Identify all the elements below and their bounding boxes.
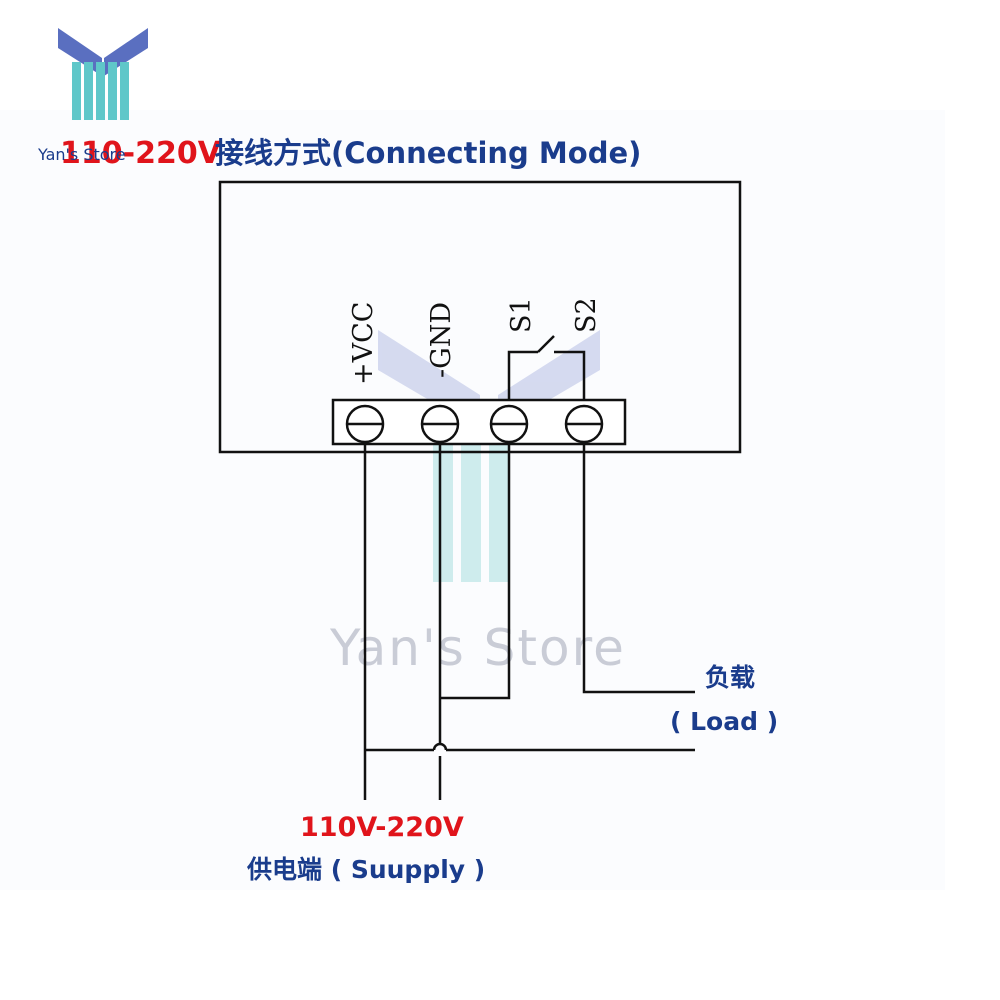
- title-voltage: 110-220V: [60, 136, 222, 171]
- background-panel: [0, 110, 945, 890]
- watermark-text: Yan's Store: [329, 619, 626, 677]
- brand-logo-icon: [58, 28, 148, 120]
- terminal-screw-s1: [489, 404, 529, 444]
- title-mode: 接线方式(Connecting Mode): [215, 136, 641, 170]
- pin-label-s1: S1: [506, 297, 537, 333]
- pin-label-s2: S2: [571, 297, 602, 333]
- controller-module: [218, 180, 742, 454]
- pin-label-vcc: +VCC: [348, 302, 379, 385]
- terminal-screw-gnd: [420, 404, 460, 444]
- brand-logo-text: Yan's Store: [37, 145, 126, 164]
- relay-switch: [507, 335, 586, 408]
- terminal-screw-s2: [564, 404, 604, 444]
- load-label-cn: 负载: [705, 663, 755, 692]
- supply-label: 供电端 ( Suupply ): [246, 855, 485, 884]
- pin-label-gnd: -GND: [426, 302, 457, 378]
- supply-voltage: 110V-220V: [300, 812, 464, 843]
- load-label-en: ( Load ): [670, 707, 778, 736]
- terminal-screw-vcc: [345, 404, 385, 444]
- external-wiring: [363, 442, 695, 800]
